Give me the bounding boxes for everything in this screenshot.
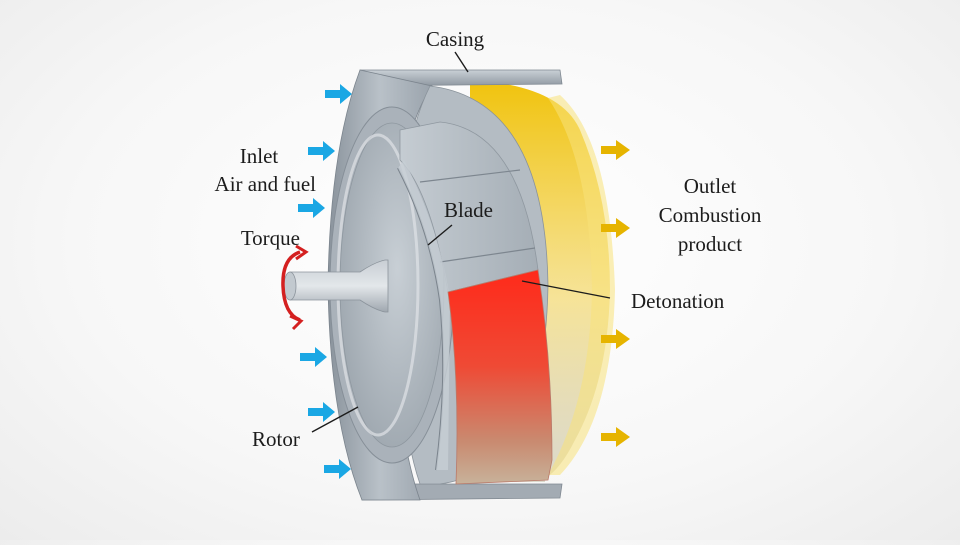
casing-label: Casing [425, 27, 485, 51]
outlet-glow [548, 95, 615, 475]
outlet-arrows [601, 140, 630, 447]
outlet-arrow-icon [601, 329, 630, 349]
blade-surface [398, 160, 450, 470]
inlet-arrow-icon [308, 402, 335, 422]
outlet-label: Outlet [683, 174, 737, 198]
inlet-sublabel: Air and fuel [214, 172, 316, 196]
blade-leader [427, 224, 453, 246]
inlet-arrow-icon [300, 347, 327, 367]
rotor-leader [311, 406, 359, 433]
casing-leader [454, 51, 469, 73]
detonation-zone [447, 269, 553, 485]
outlet-arrow-icon [601, 140, 630, 160]
inlet-arrow-icon [324, 459, 351, 479]
blade-lines [419, 169, 536, 263]
inlet-arrow-icon [308, 141, 335, 161]
outlet-sublabel-combustion: Combustion [658, 203, 762, 227]
detonation-label: Detonation [631, 289, 725, 313]
outlet-arrow-icon [601, 218, 630, 238]
rotor-label: Rotor [252, 427, 300, 451]
shaft-end [283, 271, 297, 301]
inlet-arrow-icon [325, 84, 352, 104]
blade-label: Blade [444, 198, 493, 222]
inlet-arrow-icon [298, 198, 325, 218]
inlet-label: Inlet [239, 144, 279, 168]
inlet-arrows [298, 84, 352, 479]
outlet-arrow-icon [601, 427, 630, 447]
shaft [289, 259, 389, 313]
outlet-sublabel-product: product [677, 232, 743, 256]
detonation-leader [521, 280, 611, 299]
torque-arrow-icon [281, 244, 309, 331]
torque-label: Torque [240, 226, 300, 250]
